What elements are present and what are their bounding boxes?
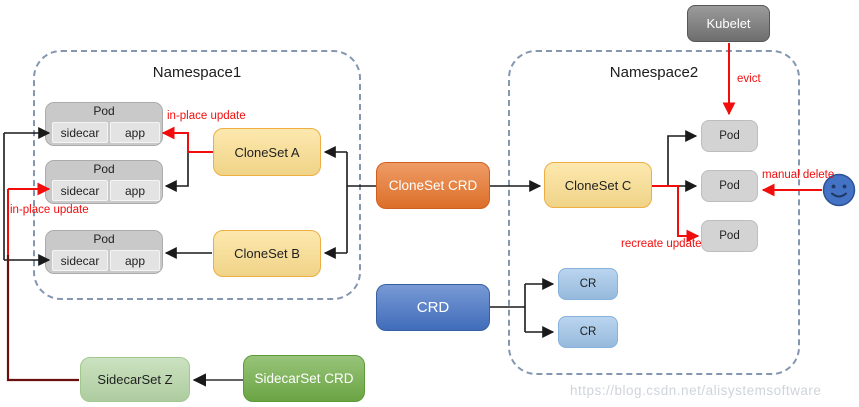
label-in-place-update-left: in-place update [10, 204, 89, 216]
pod-right-1: Pod [701, 120, 758, 152]
sidecar-container: sidecar [52, 180, 108, 201]
cloneset-b-node: CloneSet B [213, 230, 321, 277]
label-manual-delete: manual delete [762, 169, 835, 181]
pod-title: Pod [93, 162, 115, 176]
app-container: app [110, 122, 160, 143]
pod-title: Pod [93, 232, 115, 246]
cloneset-crd-node: CloneSet CRD [376, 162, 490, 209]
cloneset-c-node: CloneSet C [544, 162, 652, 208]
sidecarset-crd-node: SidecarSet CRD [243, 355, 365, 402]
label-in-place-update-top: in-place update [167, 110, 246, 122]
cr-node-2: CR [558, 316, 618, 348]
pod-right-2: Pod [701, 170, 758, 202]
sidecarset-z-node: SidecarSet Z [80, 357, 190, 402]
watermark-text: https://blog.csdn.net/alisystemsoftware [570, 383, 822, 398]
sidecar-container: sidecar [52, 250, 108, 271]
cr-node-1: CR [558, 268, 618, 300]
pod-right-3: Pod [701, 220, 758, 252]
namespace2-container: Namespace2 [508, 50, 800, 375]
label-evict: evict [737, 73, 761, 85]
namespace1-title: Namespace1 [152, 64, 242, 81]
user-smiley-icon [822, 173, 856, 207]
namespace2-title: Namespace2 [609, 64, 699, 81]
kubelet-node: Kubelet [687, 5, 770, 42]
app-container: app [110, 180, 160, 201]
sidecar-container: sidecar [52, 122, 108, 143]
cloneset-a-node: CloneSet A [213, 128, 321, 176]
app-container: app [110, 250, 160, 271]
label-recreate-update: recreate update [621, 238, 702, 250]
crd-node: CRD [376, 284, 490, 331]
pod-title: Pod [93, 104, 115, 118]
pod-left-1: Pod sidecar app [45, 102, 163, 146]
pod-left-3: Pod sidecar app [45, 230, 163, 274]
pod-left-2: Pod sidecar app [45, 160, 163, 204]
